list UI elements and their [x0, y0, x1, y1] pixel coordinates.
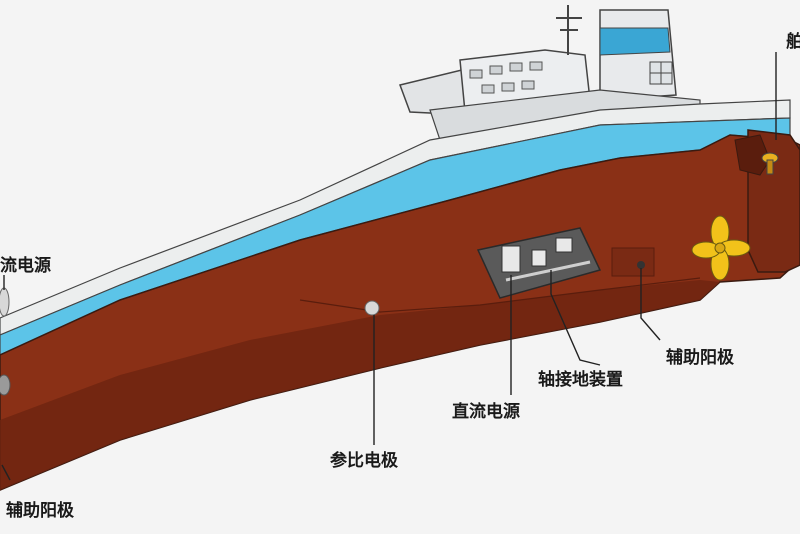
label-dc-source-left: 流电源 — [0, 256, 51, 276]
label-aux-anode-left: 辅助阳极 — [6, 501, 74, 521]
stern-fitting — [761, 152, 779, 175]
engine-room-cutaway — [476, 227, 602, 299]
label-shaft-ground-device: 轴接地装置 — [538, 370, 623, 390]
label-reference-electrode: 参比电极 — [330, 451, 398, 471]
leader-lines — [1, 52, 777, 481]
hull-bottom-shade — [0, 280, 720, 490]
label-aux-anode-right: 辅助阳极 — [666, 348, 734, 368]
label-dc-source-center: 直流电源 — [452, 402, 520, 422]
reference-electrode-marker — [364, 300, 380, 316]
label-ship-cut: 舶 — [786, 32, 800, 52]
aux-anode-right-marker — [611, 247, 655, 277]
aux-anode-left-marker — [0, 374, 11, 396]
propeller — [691, 215, 751, 281]
dc-source-left-marker — [0, 287, 10, 317]
